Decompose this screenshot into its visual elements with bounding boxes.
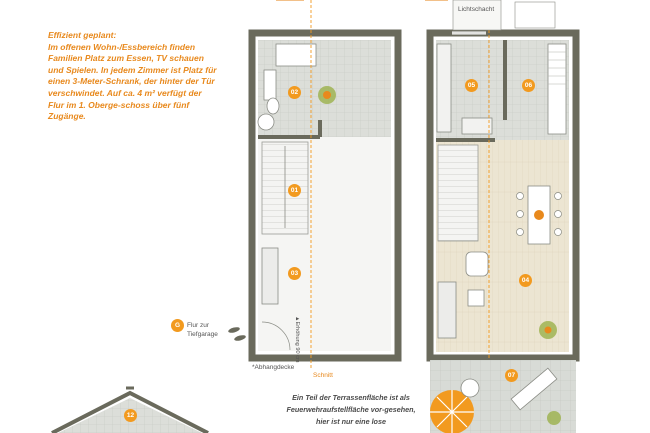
dining-chairs xyxy=(516,192,562,236)
lichtschacht-label: Lichtschacht xyxy=(458,6,495,13)
wardrobe xyxy=(547,43,567,135)
terrace-chair xyxy=(460,378,480,398)
schnitt-label: Schnitt xyxy=(313,372,333,379)
room-number-05: 05 xyxy=(465,79,478,92)
sofa xyxy=(261,247,279,305)
kitchen-counter xyxy=(436,43,452,133)
right-floor-plan xyxy=(425,0,580,368)
door-swing xyxy=(261,321,291,351)
room-number-06: 06 xyxy=(522,79,535,92)
intro-body: Im offenen Wohn-/Essbereich finden Famil… xyxy=(48,41,217,122)
room-number-02: 02 xyxy=(288,86,301,99)
room-number-01: 01 xyxy=(288,184,301,197)
room-number-07: 07 xyxy=(505,369,518,382)
abhangdecke-label: *Abhangdecke xyxy=(252,364,295,371)
entrance-mat xyxy=(514,1,556,29)
footsteps-icon xyxy=(228,327,246,341)
outer-wall xyxy=(248,29,402,362)
room-number-04: 04 xyxy=(519,274,532,287)
living-sofa xyxy=(437,281,457,339)
plant-icon xyxy=(318,86,336,104)
left-floor-plan xyxy=(248,0,402,368)
table-decoration-icon xyxy=(534,210,544,220)
sun-lounger xyxy=(510,367,558,411)
intro-heading: Effizient geplant: xyxy=(48,30,117,40)
shower xyxy=(275,43,317,67)
armchair xyxy=(465,251,489,277)
toilet xyxy=(266,97,280,115)
intro-text: Effizient geplant: Im offenen Wohn-/Essb… xyxy=(48,30,218,123)
flur-label-line1: Flur zur xyxy=(187,322,210,329)
kitchen-floor xyxy=(436,40,569,140)
staircase-ground xyxy=(437,144,479,242)
flur-label-line2: Tiefgarage xyxy=(187,331,218,338)
coffee-table xyxy=(467,289,485,307)
room-number-12: 12 xyxy=(124,409,137,422)
erhoehung-label: ▲Erhöhung 90 cm xyxy=(294,316,300,363)
room-number-03: 03 xyxy=(288,267,301,280)
light-well xyxy=(452,0,502,31)
washing-machine xyxy=(257,113,275,131)
washbasin xyxy=(263,69,277,101)
outer-wall-ground xyxy=(426,29,580,362)
plant-icon-ground xyxy=(539,321,557,339)
terrace xyxy=(430,360,576,433)
terrace-caption: Ein Teil der Terrassenfläche ist als Feu… xyxy=(286,393,416,427)
flur-label: Flur zur Tiefgarage xyxy=(187,321,218,339)
garage-marker: G xyxy=(171,319,184,332)
